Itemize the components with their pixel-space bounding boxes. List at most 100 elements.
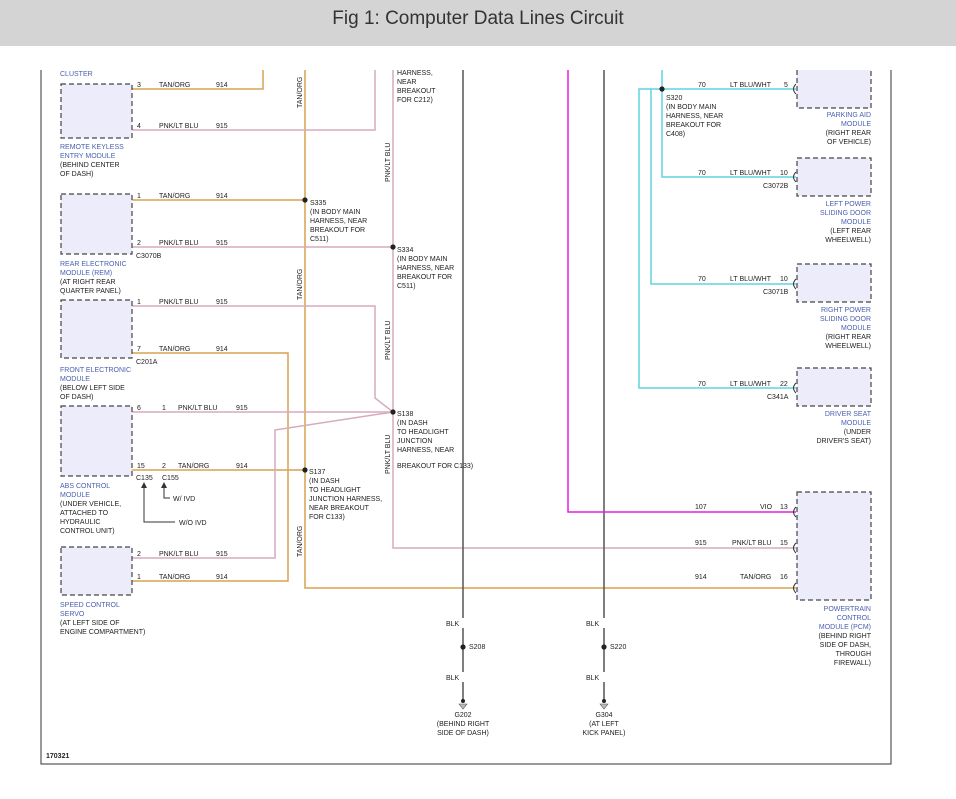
fem-name-2: MODULE [60,376,90,383]
fem-name-1: FRONT ELECTRONIC [60,367,131,374]
dsm-location-1: (UNDER [844,429,871,436]
figure-id: 170321 [46,753,69,760]
abs-without-ivd-label: W/O IVD [179,520,207,527]
pcm-location-3: THROUGH [836,651,871,658]
s208-id: S208 [469,644,485,651]
dsm-connector: C341A [767,394,789,401]
s137-id: S137 [309,469,325,476]
pcm-module-box [796,491,872,601]
parking-location-1: (RIGHT REAR [826,130,871,137]
dsm-circuit-70: 70 [698,381,706,388]
s220-id: S220 [610,644,626,651]
abs-connector-c135: C135 [136,475,153,482]
vertical-label-pnk-lt-blu-top: PNK/LT BLU [385,143,392,182]
pcm-location-4: FIREWALL) [834,660,871,667]
pcm-wire-color-tan-org: TAN/ORG [740,574,771,581]
rpsd-wire-color: LT BLU/WHT [730,276,772,283]
page-title: Fig 1: Computer Data Lines Circuit [332,8,624,29]
rem-circuit-914: 914 [216,193,228,200]
fem-pin-1: 1 [137,299,141,306]
diagram-frame [40,70,892,765]
scs-name-1: SPEED CONTROL [60,602,120,609]
s137-note-1: (IN DASH [309,478,340,485]
fem-module-box [60,299,133,359]
lpsd-location-1: (LEFT REAR [830,228,871,235]
rke-pin-3: 3 [137,82,141,89]
pcm-name-1: POWERTRAIN [824,606,871,613]
pcm-name-3: MODULE (PCM) [819,624,871,631]
dsm-name-2: MODULE [841,420,871,427]
rke-location-1: (BEHIND CENTER [60,162,120,169]
parking-aid-module-box [796,70,872,109]
g304-id: G304 [595,712,612,719]
rpsd-name-3: MODULE [841,325,871,332]
s320-note-1: (IN BODY MAIN [666,104,716,111]
rem-pin-2: 2 [137,240,141,247]
s138-note-5: BREAKOUT FOR C133) [397,463,473,470]
s320-note-3: BREAKOUT FOR [666,122,721,129]
left-power-sliding-door-box [796,157,872,197]
s137-note-3: JUNCTION HARNESS, [309,496,382,503]
lpsd-wire-color: LT BLU/WHT [730,170,772,177]
abs-wire-color-tan-org: TAN/ORG [178,463,209,470]
g304-note-1: (AT LEFT [589,721,619,728]
rpsd-location-2: WHEELWELL) [825,343,871,350]
rke-name-2: ENTRY MODULE [60,153,116,160]
pcm-pin-13: 13 [780,504,788,511]
s335-note-1: (IN BODY MAIN [310,209,360,216]
rpsd-location-1: (RIGHT REAR [826,334,871,341]
rem-wire-color-pnk-lt-blu: PNK/LT BLU [159,240,198,247]
rem-name-2: MODULE (REM) [60,270,112,277]
abs-module-box [60,405,133,477]
parking-wire-color: LT BLU/WHT [730,82,772,89]
abs-location-4: CONTROL UNIT) [60,528,115,535]
pcm-circuit-914: 914 [695,574,707,581]
connector-brackets [793,83,797,594]
fem-location-2: OF DASH) [60,394,93,401]
s320-note-4: C408) [666,131,685,138]
pcm-name-2: CONTROL [837,615,871,622]
ground-g202-icon [458,699,468,710]
pcm-pin-16: 16 [780,574,788,581]
rke-circuit-915: 915 [216,123,228,130]
pcm-pin-15: 15 [780,540,788,547]
parking-pin-5: 5 [784,82,788,89]
fem-location-1: (BELOW LEFT SIDE [60,385,125,392]
abs-pin-6: 6 [137,405,141,412]
lpsd-circuit-70: 70 [698,170,706,177]
pcm-location-1: (BEHIND RIGHT [819,633,872,640]
abs-ivd-leaders [143,484,175,523]
fem-wire-color-tan-org: TAN/ORG [159,346,190,353]
s137-note-5: FOR C133) [309,514,345,521]
g202-note-2: SIDE OF DASH) [437,730,489,737]
scs-location-2: ENGINE COMPARTMENT) [60,629,145,636]
dsm-wire-color: LT BLU/WHT [730,381,772,388]
s334-id: S334 [397,247,413,254]
scs-pin-2: 2 [137,551,141,558]
lpsd-location-2: WHEELWELL) [825,237,871,244]
top-harness-note-3: BREAKOUT [397,88,436,95]
rke-circuit-914: 914 [216,82,228,89]
s335-note-3: BREAKOUT FOR [310,227,365,234]
rpsd-name-1: RIGHT POWER [821,307,871,314]
dsm-pin-22: 22 [780,381,788,388]
abs-location-2: ATTACHED TO [60,510,109,517]
rem-location-2: QUARTER PANEL) [60,288,121,295]
vertical-label-pnk-lt-blu-mid: PNK/LT BLU [385,321,392,360]
vertical-label-tan-org-bottom: TAN/ORG [297,526,304,557]
w-ivd-arrow-icon [161,482,167,488]
scs-circuit-915: 915 [216,551,228,558]
fem-connector: C201A [136,359,158,366]
vio-wire [567,70,796,513]
pcm-wire-color-vio: VIO [760,504,773,511]
rke-name-1: REMOTE KEYLESS [60,144,124,151]
parking-circuit-70: 70 [698,82,706,89]
ground-g304-icon [599,699,609,710]
fem-circuit-914: 914 [216,346,228,353]
s334-note-2: HARNESS, NEAR [397,265,454,272]
w-o-ivd-arrow-icon [141,482,147,488]
driver-seat-module-box [796,367,872,407]
s138-note-2: TO HEADLIGHT [397,429,449,436]
abs-pin-2: 2 [162,463,166,470]
